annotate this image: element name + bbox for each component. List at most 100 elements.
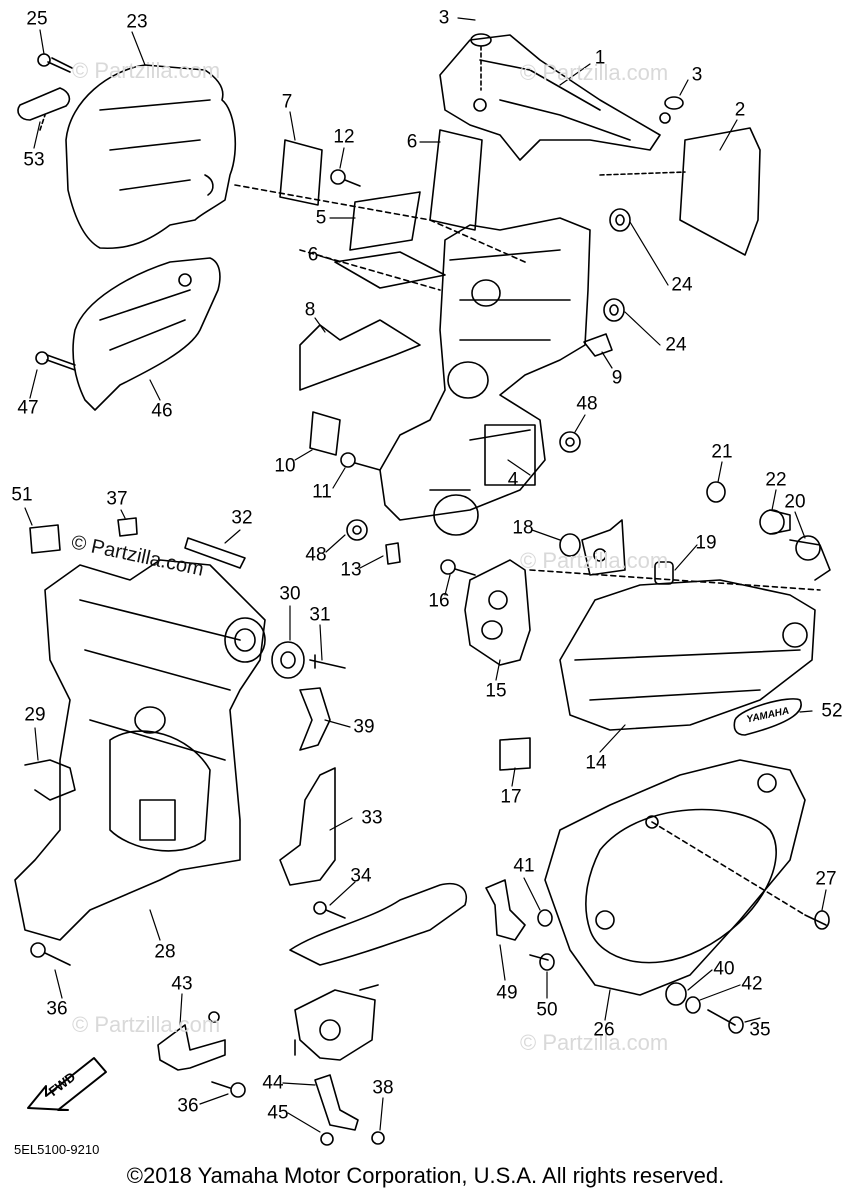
callout-5: 5 bbox=[315, 207, 327, 229]
plate-2 bbox=[679, 127, 761, 256]
callout-40: 40 bbox=[713, 958, 735, 980]
callout-12: 12 bbox=[333, 126, 355, 148]
callout-36b: 36 bbox=[177, 1095, 199, 1117]
callout-36a: 36 bbox=[46, 998, 68, 1020]
callout-49: 49 bbox=[496, 982, 518, 1004]
screw-47 bbox=[35, 351, 76, 371]
screw-16 bbox=[440, 559, 476, 576]
callout-2: 2 bbox=[734, 99, 746, 121]
bracket-15 bbox=[464, 559, 531, 666]
screw-11 bbox=[340, 452, 381, 471]
callout-48a: 48 bbox=[576, 393, 598, 415]
grommet-48a bbox=[559, 431, 581, 453]
cover-14 bbox=[559, 579, 816, 731]
lower-cover-46 bbox=[72, 257, 221, 411]
diagram-code: 5EL5100-9210 bbox=[14, 1142, 100, 1157]
callout-13: 13 bbox=[340, 559, 362, 581]
callout-25: 25 bbox=[26, 8, 48, 30]
cover-26 bbox=[544, 759, 806, 996]
bolt-36b bbox=[211, 1081, 246, 1098]
bolt-35 bbox=[707, 1009, 744, 1034]
callout-50: 50 bbox=[536, 999, 558, 1021]
callout-18: 18 bbox=[512, 517, 534, 539]
watermark: © Partzilla.com bbox=[520, 1030, 669, 1055]
callout-42: 42 bbox=[741, 973, 763, 995]
ring-30 bbox=[271, 641, 305, 679]
screw-12 bbox=[330, 169, 361, 187]
callout-35: 35 bbox=[749, 1019, 771, 1041]
callout-21: 21 bbox=[711, 441, 733, 463]
callout-6a: 6 bbox=[406, 131, 418, 153]
bracket-49 bbox=[485, 879, 526, 941]
callout-51: 51 bbox=[11, 484, 33, 506]
callout-47: 47 bbox=[17, 397, 39, 419]
pin-31 bbox=[309, 654, 346, 669]
callout-1: 1 bbox=[594, 47, 606, 69]
bracket-1 bbox=[439, 34, 671, 161]
callout-3b: 3 bbox=[691, 64, 703, 86]
valve-assembly bbox=[294, 984, 379, 1061]
callout-24b: 24 bbox=[665, 334, 687, 356]
callout-6b: 6 bbox=[307, 244, 319, 266]
callout-23: 23 bbox=[126, 11, 148, 33]
lock-20 bbox=[789, 535, 831, 581]
pad-17 bbox=[499, 737, 531, 771]
grommet-48b bbox=[346, 519, 368, 541]
callout-24a: 24 bbox=[671, 274, 693, 296]
callout-44: 44 bbox=[262, 1072, 284, 1094]
grommet-18 bbox=[559, 533, 581, 557]
watermark: © Partzilla.com bbox=[520, 60, 669, 85]
leader-lines bbox=[24, 17, 827, 1133]
callout-22: 22 bbox=[765, 469, 787, 491]
watermark: © Partzilla.com bbox=[72, 58, 221, 83]
bracket-33 bbox=[279, 767, 336, 886]
callout-29: 29 bbox=[24, 704, 46, 726]
callout-32: 32 bbox=[231, 507, 253, 529]
callout-45: 45 bbox=[267, 1102, 289, 1124]
clip-37 bbox=[117, 517, 138, 537]
callout-9: 9 bbox=[611, 367, 623, 389]
callout-31: 31 bbox=[309, 604, 331, 626]
callout-3a: 3 bbox=[438, 7, 450, 29]
side-cover-23 bbox=[65, 64, 237, 250]
clip-3b bbox=[664, 96, 684, 110]
screw-25 bbox=[37, 53, 73, 73]
bolt-36a bbox=[30, 942, 71, 966]
pad-53 bbox=[17, 87, 71, 121]
grommet-21 bbox=[706, 481, 726, 503]
callout-27: 27 bbox=[815, 868, 837, 890]
callout-39: 39 bbox=[353, 716, 375, 738]
callout-11: 11 bbox=[312, 481, 332, 503]
bracket-39 bbox=[299, 687, 331, 751]
callout-37: 37 bbox=[106, 488, 128, 510]
screw-34 bbox=[313, 901, 346, 919]
bolt-45 bbox=[320, 1132, 334, 1146]
callout-41: 41 bbox=[513, 855, 535, 877]
bolt-50 bbox=[529, 953, 555, 971]
bracket-44 bbox=[314, 1074, 359, 1131]
pad-6b bbox=[334, 251, 446, 289]
callout-17: 17 bbox=[500, 786, 522, 808]
callout-7: 7 bbox=[281, 91, 293, 113]
callout-46: 46 bbox=[151, 400, 173, 422]
sensor-29 bbox=[24, 759, 76, 801]
callout-15: 15 bbox=[485, 680, 507, 702]
callout-38: 38 bbox=[372, 1077, 394, 1099]
pad-6a bbox=[429, 129, 483, 231]
frame-28 bbox=[14, 559, 266, 941]
nut-13 bbox=[385, 542, 401, 565]
grommet-24a bbox=[609, 208, 631, 232]
plate-8 bbox=[299, 319, 421, 391]
grommet-24b bbox=[603, 298, 625, 322]
callout-34: 34 bbox=[350, 865, 372, 887]
bolt-38 bbox=[371, 1131, 385, 1145]
clip-3a bbox=[470, 33, 492, 91]
block-51 bbox=[29, 524, 61, 554]
bracket-43 bbox=[157, 1011, 226, 1071]
clip-9 bbox=[583, 333, 613, 357]
nut-41 bbox=[537, 909, 553, 927]
callout-16: 16 bbox=[428, 590, 450, 612]
forward-arrow-icon bbox=[27, 1057, 107, 1111]
